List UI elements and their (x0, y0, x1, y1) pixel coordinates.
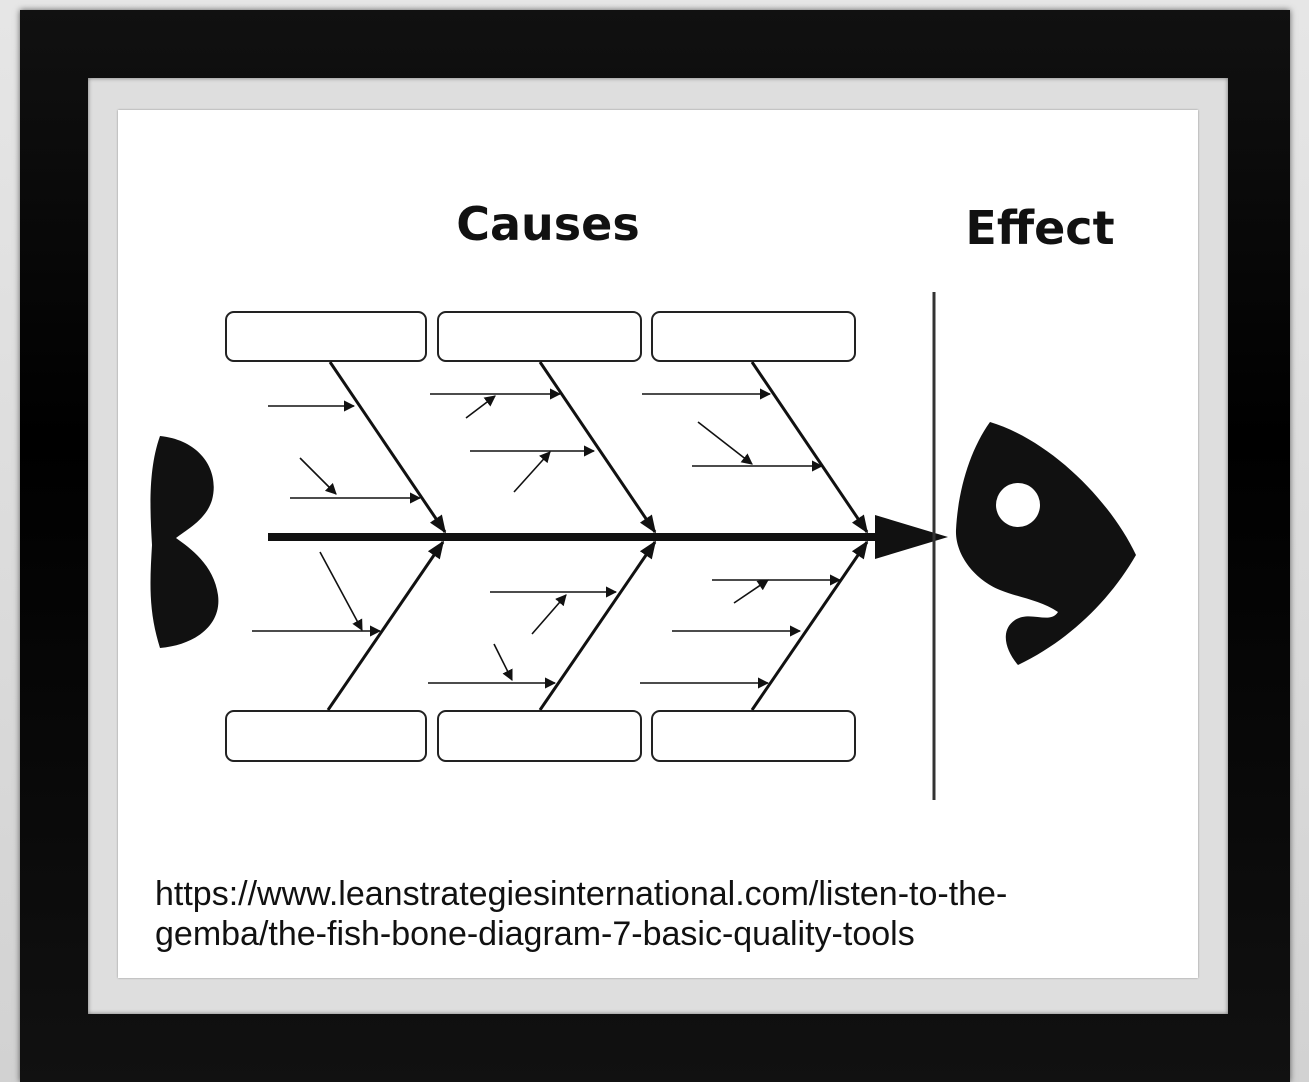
fish-tail (150, 436, 218, 648)
sub-cause-arrow (320, 552, 362, 630)
sub-cause-arrow (494, 644, 512, 680)
bottom-category-box-1 (226, 711, 426, 761)
bottom-bone-2 (540, 542, 655, 710)
top-group-1-sub-causes (268, 406, 420, 498)
top-bone-1 (330, 362, 445, 532)
sub-cause-arrow (698, 422, 752, 464)
top-category-box-2 (438, 312, 641, 361)
source-caption: https://www.leanstrategiesinternational.… (155, 874, 1195, 954)
top-bone-2 (540, 362, 655, 532)
top-group-3-sub-causes (642, 394, 822, 466)
sub-cause-arrow (466, 396, 495, 418)
source-caption-line-2: gemba/the-fish-bone-diagram-7-basic-qual… (155, 914, 1195, 954)
top-group-2-sub-causes (430, 394, 594, 492)
sub-cause-arrow (734, 580, 768, 603)
top-category-box-3 (652, 312, 855, 361)
bottom-group-3-sub-causes (640, 580, 840, 683)
bottom-category-box-2 (438, 711, 641, 761)
bottom-group-2-sub-causes (428, 592, 616, 683)
sub-cause-arrow (300, 458, 336, 494)
bottom-bone-1 (328, 542, 443, 710)
spine-arrowhead (875, 515, 948, 559)
bottom-group-1-sub-causes (252, 552, 380, 631)
causes-heading: Causes (456, 197, 640, 251)
fish-eye (996, 483, 1040, 527)
top-bone-3 (752, 362, 867, 532)
bottom-category-box-3 (652, 711, 855, 761)
effect-heading: Effect (965, 201, 1114, 255)
source-caption-line-1: https://www.leanstrategiesinternational.… (155, 874, 1195, 914)
sub-cause-arrow (514, 452, 550, 492)
fish-head (956, 422, 1136, 665)
sub-cause-arrow (532, 595, 566, 634)
top-category-box-1 (226, 312, 426, 361)
bottom-bone-3 (752, 542, 867, 710)
